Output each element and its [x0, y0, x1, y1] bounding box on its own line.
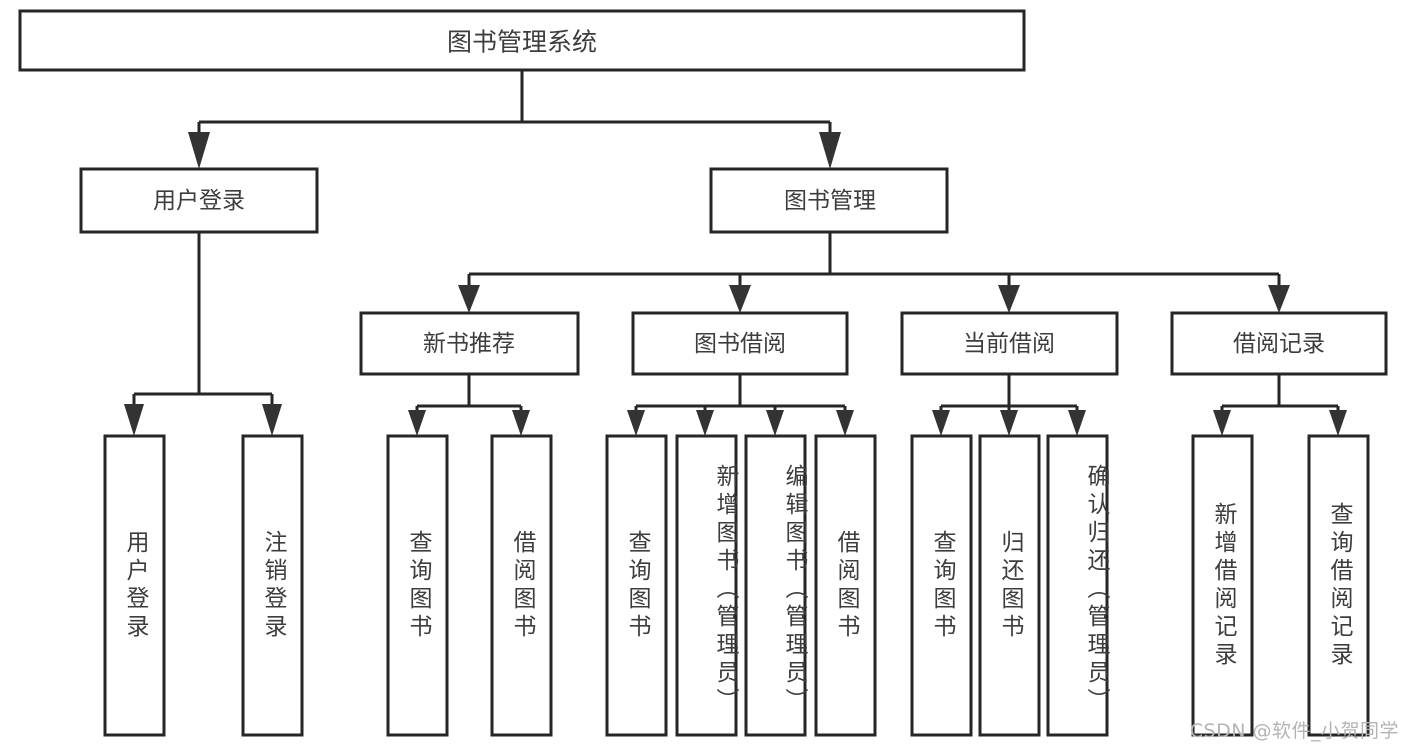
leaf-box-current-borrow-1[interactable]: [910, 434, 973, 737]
leaf-box-current-borrow-3[interactable]: [1046, 434, 1109, 737]
node-borrow-record-box[interactable]: [1170, 311, 1388, 376]
node-user-login-box[interactable]: [79, 167, 319, 234]
node-root-box[interactable]: [18, 9, 1026, 72]
arrowhead-leaf-current-borrow-2: [1000, 410, 1018, 436]
arrowhead-current-borrow: [998, 285, 1020, 313]
arrowhead-borrow-record: [1268, 285, 1290, 313]
node-root-label: 图书管理系统: [447, 28, 597, 57]
leaf-box-current-borrow-2[interactable]: [978, 434, 1041, 737]
node-new-book-box[interactable]: [359, 311, 580, 376]
arrowhead-leaf-new-book-2: [512, 410, 530, 436]
leaf-box-user-login-2[interactable]: [241, 434, 304, 737]
arrowhead-leaf-user-login-2: [262, 404, 282, 436]
arrowhead-leaf-borrow-record-2: [1329, 410, 1347, 436]
arrowhead-leaf-new-book-1: [408, 410, 426, 436]
arrowhead-user-login: [188, 132, 210, 169]
node-book-manage-label: 图书管理: [784, 188, 876, 214]
node-label-group: 图书管理系统 用户登录 图书管理 新书推荐 图书借阅 当前借阅 借阅记录: [153, 28, 1325, 358]
leaf-box-user-login-1[interactable]: [103, 434, 166, 737]
csdn-watermark: CSDN @软件_小贺同学: [1189, 720, 1399, 742]
leaf-box-new-book-1[interactable]: [386, 434, 449, 737]
arrowhead-leaf-book-borrow-3: [766, 410, 784, 436]
arrowhead-leaf-book-borrow-1: [627, 410, 645, 436]
arrowhead-leaf-current-borrow-1: [932, 410, 950, 436]
arrowhead-leaf-book-borrow-2: [696, 410, 714, 436]
node-box-group: [18, 9, 1388, 737]
arrowhead-leaf-book-borrow-4: [836, 410, 854, 436]
node-book-borrow-box[interactable]: [631, 311, 849, 376]
node-user-login-label: 用户登录: [153, 188, 245, 214]
arrowhead-group: [124, 132, 1347, 436]
leaf-box-borrow-record-1[interactable]: [1191, 434, 1254, 737]
arrowhead-new-book: [458, 285, 480, 313]
arrowhead-leaf-user-login-1: [124, 404, 144, 436]
arrowhead-leaf-borrow-record-1: [1213, 410, 1231, 436]
leaf-box-new-book-2[interactable]: [490, 434, 553, 737]
node-borrow-record-label: 借阅记录: [1233, 331, 1325, 357]
leaf-box-book-borrow-3[interactable]: [744, 434, 807, 737]
leaf-box-borrow-record-2[interactable]: [1307, 434, 1370, 737]
leaf-box-book-borrow-2[interactable]: [675, 434, 738, 737]
node-book-borrow-label: 图书借阅: [694, 331, 786, 357]
arrowhead-book-manage: [819, 132, 841, 169]
node-current-borrow-box[interactable]: [900, 311, 1119, 376]
leaf-box-book-borrow-1[interactable]: [605, 434, 668, 737]
leaf-box-book-borrow-4[interactable]: [814, 434, 877, 737]
node-current-borrow-label: 当前借阅: [963, 331, 1055, 357]
arrowhead-book-borrow: [729, 285, 751, 313]
node-new-book-label: 新书推荐: [423, 331, 515, 357]
arrowhead-leaf-current-borrow-3: [1068, 410, 1086, 436]
node-book-manage-box[interactable]: [709, 167, 949, 234]
